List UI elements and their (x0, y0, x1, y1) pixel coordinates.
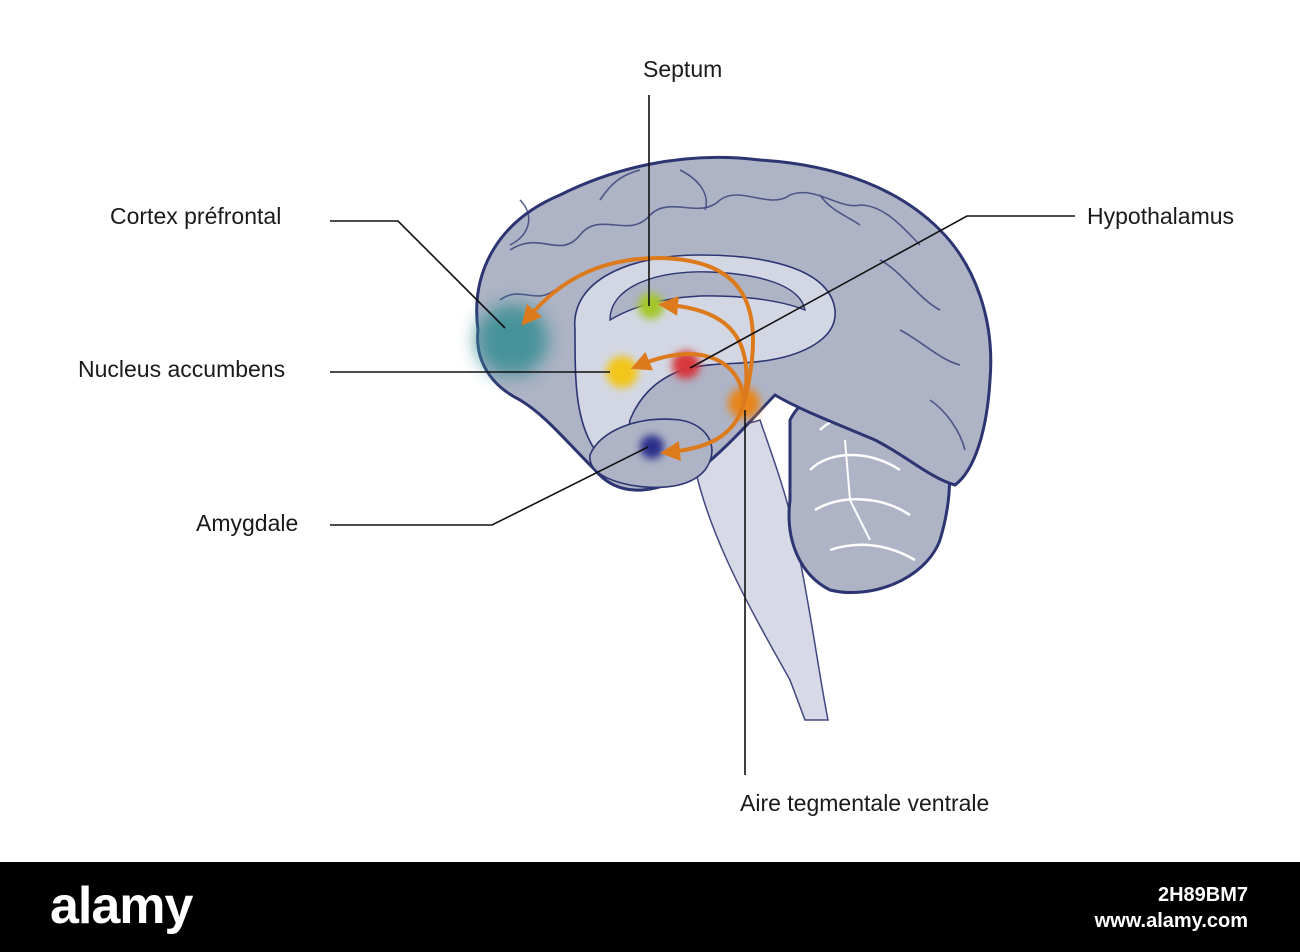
cortex-region (476, 304, 548, 376)
septum-region (638, 293, 664, 319)
arrow-to-septum (658, 295, 749, 405)
arrow-to-cortex (521, 255, 756, 405)
label-amygdale: Amygdale (196, 510, 299, 536)
leader-amygdale (330, 446, 649, 526)
arrow-to-nucleus (630, 351, 746, 405)
leader-hypothalamus (689, 215, 1075, 369)
label-nucleus-accumbens: Nucleus accumbens (78, 356, 286, 382)
label-septum: Septum (643, 56, 723, 82)
brain-stem (689, 419, 829, 721)
label-cortex-prefrontal: Cortex préfrontal (110, 203, 282, 229)
hypothalamus-region (672, 351, 700, 379)
leader-lines (330, 95, 1075, 775)
watermark-footer (0, 862, 1300, 952)
nucleus-region (606, 356, 638, 388)
watermark-image-id: 2H89BM7 (1157, 884, 1248, 906)
amygdale-region (640, 435, 664, 459)
gyri-lines (499, 169, 966, 451)
arrow-to-amygdale (660, 401, 746, 461)
leader-cortex (330, 220, 506, 329)
brain-diagram (330, 95, 1075, 775)
label-hypothalamus: Hypothalamus (1087, 203, 1235, 229)
pathway-arrows (521, 255, 756, 461)
watermark-logo: alamy (50, 877, 193, 935)
label-aire-tegmentale-ventrale: Aire tegmentale ventrale (740, 790, 990, 816)
watermark-url: www.alamy.com (1094, 910, 1248, 932)
